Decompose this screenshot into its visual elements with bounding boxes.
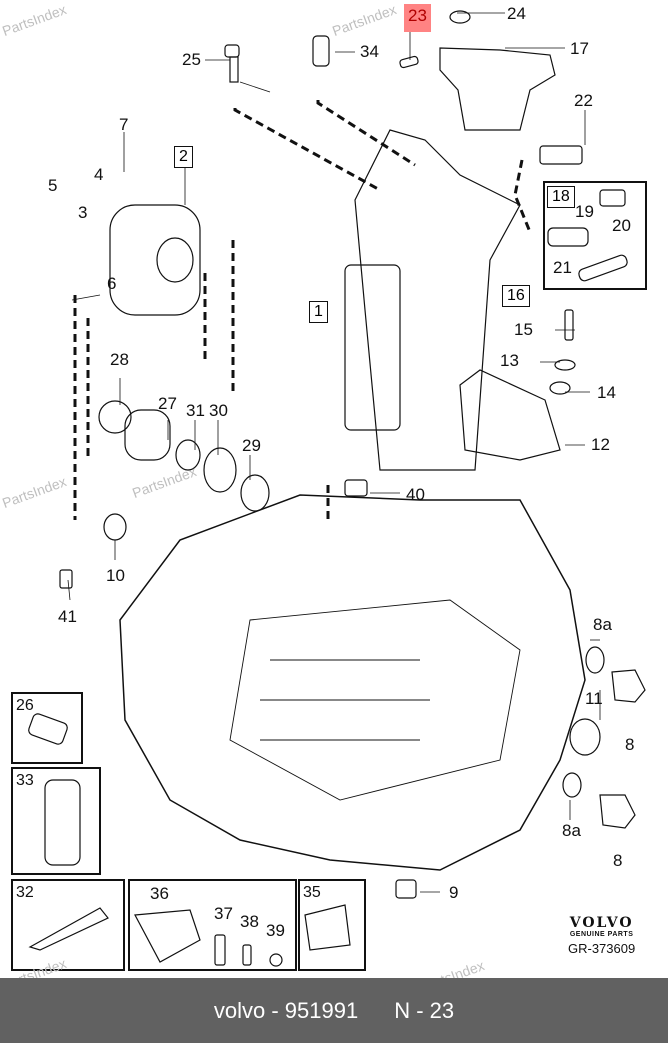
label-1[interactable]: 1 [309, 301, 328, 323]
inset-32: 32 [11, 879, 125, 971]
label-3[interactable]: 3 [78, 203, 88, 222]
label-11[interactable]: 11 [585, 689, 603, 708]
label-8a-bottom[interactable]: 8a [562, 821, 581, 840]
drain-9 [395, 879, 417, 899]
inset-18 [543, 181, 647, 290]
label-13[interactable]: 13 [500, 351, 519, 370]
volvo-logo: VOLVO GENUINE PARTS GR-373609 [568, 915, 635, 956]
bottle-33 [44, 779, 81, 866]
label-37[interactable]: 37 [214, 904, 233, 923]
guide-line-25 [233, 108, 381, 192]
label-33: 33 [16, 772, 34, 789]
ring-28 [98, 400, 132, 434]
bolt-37 [214, 934, 226, 966]
diagram-ref: GR-373609 [568, 941, 636, 956]
oring-8a-bottom [562, 772, 582, 798]
label-9[interactable]: 9 [449, 883, 459, 902]
label-17[interactable]: 17 [570, 39, 589, 58]
label-16[interactable]: 16 [502, 285, 530, 307]
label-29[interactable]: 29 [242, 436, 261, 455]
label-31[interactable]: 31 [186, 401, 205, 420]
label-12[interactable]: 12 [591, 435, 610, 454]
sensor-22 [539, 145, 583, 165]
switch-34 [312, 35, 330, 67]
label-7[interactable]: 7 [119, 115, 129, 134]
oring-8a-top [585, 646, 605, 674]
label-36[interactable]: 36 [150, 884, 169, 903]
inset-36-39 [128, 879, 297, 971]
label-26: 26 [16, 697, 34, 714]
label-8-top[interactable]: 8 [625, 735, 635, 754]
washer-13 [554, 359, 576, 371]
lever-17 [439, 47, 556, 131]
cap-24 [449, 10, 471, 24]
label-10[interactable]: 10 [106, 566, 125, 585]
label-34[interactable]: 34 [360, 42, 379, 61]
slave-cylinder-2 [109, 204, 201, 316]
sleeve-27 [124, 409, 171, 461]
plug-8-bottom [599, 794, 636, 829]
label-20[interactable]: 20 [612, 216, 631, 235]
pin-23 [399, 55, 419, 69]
seal-10 [103, 513, 127, 541]
label-22[interactable]: 22 [574, 91, 593, 110]
label-32: 32 [16, 884, 34, 901]
inset-33: 33 [11, 767, 101, 875]
label-8a-top[interactable]: 8a [593, 615, 612, 634]
connector-20 [599, 189, 626, 207]
label-14[interactable]: 14 [597, 383, 616, 402]
footer-position: N - 23 [394, 997, 455, 1023]
bolt-25 [224, 44, 240, 58]
cover-36 [134, 909, 201, 963]
label-40[interactable]: 40 [406, 485, 425, 504]
label-27[interactable]: 27 [158, 394, 177, 413]
label-19[interactable]: 19 [575, 202, 594, 221]
sensor-19 [547, 227, 589, 247]
seal-29 [240, 474, 270, 512]
stud-38 [242, 944, 252, 966]
clamp-35 [304, 904, 351, 951]
label-18[interactable]: 18 [547, 186, 575, 208]
transmission-housing [119, 494, 586, 871]
diagram-artwork [28, 10, 646, 967]
label-39[interactable]: 39 [266, 921, 285, 940]
sealant-tube-32 [28, 907, 109, 951]
brand-tagline: GENUINE PARTS [569, 931, 634, 938]
footer-part-number: volvo - 951991 [213, 997, 359, 1023]
seal-30 [203, 447, 237, 493]
guide-line-22 [513, 159, 532, 233]
label-30[interactable]: 30 [209, 401, 228, 420]
label-8-bottom[interactable]: 8 [613, 851, 623, 870]
label-2[interactable]: 2 [174, 146, 193, 168]
parts-diagram: 26 33 32 35 2 1 16 18 23 24 17 25 34 22 … [0, 1, 647, 995]
bolt-26 [28, 713, 68, 745]
label-41[interactable]: 41 [58, 607, 77, 626]
label-15[interactable]: 15 [514, 320, 533, 339]
label-38[interactable]: 38 [240, 912, 259, 931]
grommet-14 [549, 381, 571, 395]
label-6[interactable]: 6 [107, 274, 117, 293]
bolt-41 [59, 569, 73, 589]
inset-26: 26 [11, 692, 83, 764]
brand-name: VOLVO [569, 915, 634, 931]
label-28[interactable]: 28 [110, 350, 129, 369]
label-23-highlighted[interactable]: 23 [404, 4, 431, 32]
bolt-40 [344, 479, 368, 497]
fuse-21 [578, 254, 628, 282]
label-21[interactable]: 21 [553, 258, 572, 277]
label-25[interactable]: 25 [182, 50, 201, 69]
label-24[interactable]: 24 [507, 4, 526, 23]
label-5[interactable]: 5 [48, 176, 58, 195]
footer-bar: volvo - 951991 N - 23 [0, 978, 668, 1043]
screw-15 [564, 309, 574, 341]
bracket-12 [459, 369, 561, 461]
seal-11 [569, 718, 601, 756]
inset-35: 35 [298, 879, 366, 971]
label-4[interactable]: 4 [94, 165, 104, 184]
nut-39 [269, 953, 283, 967]
shift-mechanism-16 [354, 129, 521, 471]
label-35: 35 [303, 884, 321, 901]
oring-31 [175, 439, 201, 471]
plug-8-top [611, 669, 646, 703]
